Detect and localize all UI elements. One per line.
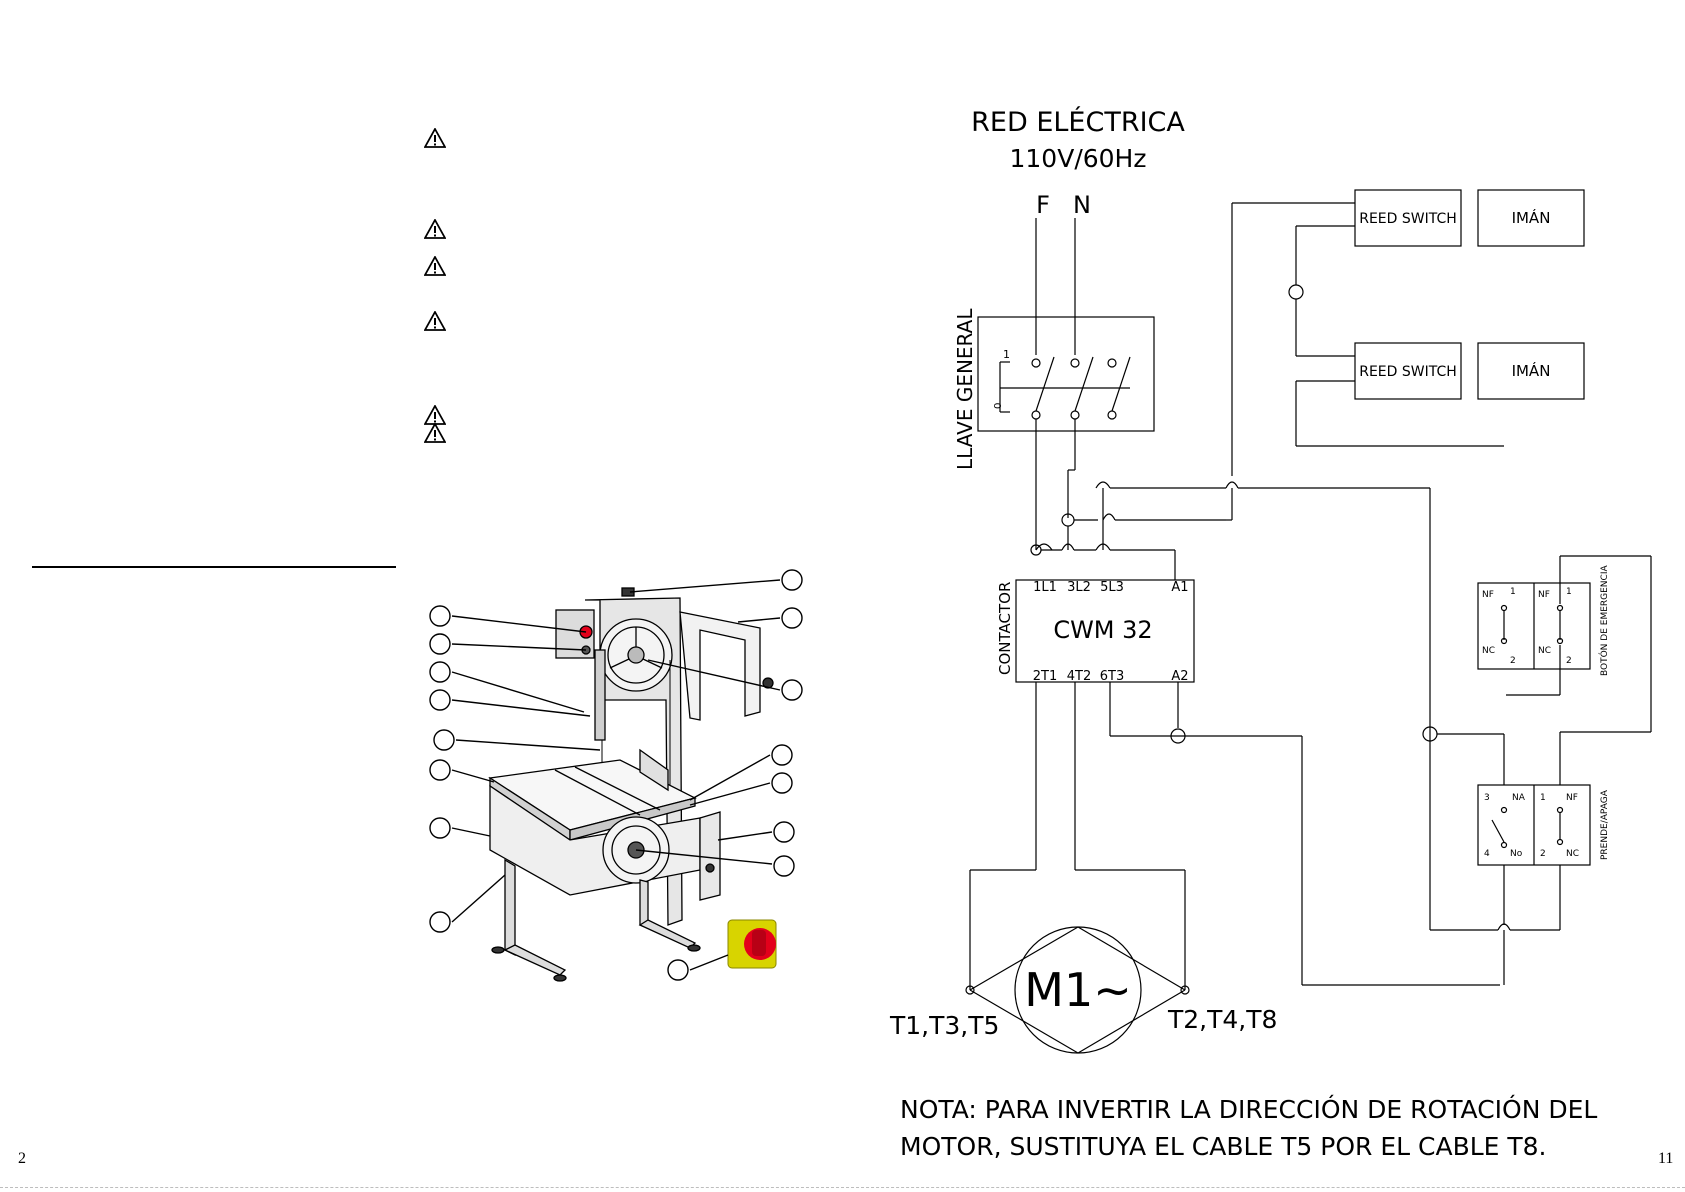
switch-position-1: 1 — [1003, 348, 1010, 361]
terminal-1l1: 1L1 — [1033, 580, 1057, 595]
emergency-nc-left: NC — [1482, 646, 1495, 656]
warning-icon — [424, 219, 446, 239]
onoff-1: 1 — [1540, 793, 1546, 803]
emergency-nc-right: NC — [1538, 646, 1551, 656]
note-line-2: MOTOR, SUSTITUYA EL CABLE T5 POR EL CABL… — [900, 1132, 1547, 1161]
warning-icon — [424, 256, 446, 276]
emergency-1-right: 1 — [1566, 587, 1572, 597]
network-title: RED ELÉCTRICA — [971, 106, 1185, 138]
main-switch-picture — [727, 919, 777, 969]
contactor-model: CWM 32 — [1053, 616, 1152, 644]
warning-icon — [424, 423, 446, 443]
motor-right-terminals: T2,T4,T8 — [1167, 1005, 1277, 1034]
terminal-3l2: 3L2 — [1067, 580, 1091, 595]
onoff-no: No — [1510, 849, 1523, 859]
emergency-nf-left: NF — [1482, 590, 1494, 600]
terminal-4t2: 4T2 — [1067, 669, 1091, 684]
onoff-nf: NF — [1566, 793, 1578, 803]
neutral-label: N — [1073, 191, 1091, 219]
onoff-nc: NC — [1566, 849, 1579, 859]
onoff-2: 2 — [1540, 849, 1546, 859]
motor-label: M1~ — [1024, 963, 1132, 1017]
onoff-na: NA — [1512, 793, 1526, 803]
band-saw-illustration — [429, 569, 803, 982]
phase-label: F — [1036, 191, 1050, 219]
page-number-right: 11 — [1658, 1150, 1674, 1167]
motor-left-terminals: T1,T3,T5 — [889, 1011, 999, 1040]
emergency-nf-right: NF — [1538, 590, 1550, 600]
emergency-2-right: 2 — [1566, 656, 1572, 666]
magnet-2-label: IMÁN — [1512, 361, 1551, 380]
emergency-button-label: BOTÓN DE EMERGENCIA — [1598, 565, 1610, 676]
terminal-2t1: 2T1 — [1033, 669, 1057, 684]
terminal-6t3: 6T3 — [1100, 669, 1124, 684]
onoff-3: 3 — [1484, 793, 1490, 803]
onoff-label: PRENDE/APAGA — [1600, 789, 1610, 860]
reed-switch-1-label: REED SWITCH — [1359, 211, 1457, 227]
switch-position-0: 0 — [993, 403, 1004, 409]
emergency-2-left: 2 — [1510, 656, 1516, 666]
page-number-left: 2 — [18, 1150, 26, 1167]
network-voltage: 110V/60Hz — [1010, 144, 1147, 173]
onoff-4: 4 — [1484, 849, 1490, 859]
warning-icon — [424, 311, 446, 331]
warning-icon — [424, 405, 446, 425]
terminal-a2: A2 — [1171, 669, 1188, 684]
emergency-1-left: 1 — [1510, 587, 1516, 597]
wiring-diagram: RED ELÉCTRICA 110V/60Hz F N LLAVE GENERA… — [889, 106, 1652, 1161]
magnet-1-label: IMÁN — [1512, 208, 1551, 227]
section-divider — [32, 566, 396, 568]
terminal-a1: A1 — [1171, 580, 1188, 595]
terminal-5l3: 5L3 — [1100, 580, 1124, 595]
main-switch-label: LLAVE GENERAL — [953, 308, 977, 470]
warning-icon — [424, 128, 446, 148]
reed-switch-2-label: REED SWITCH — [1359, 364, 1457, 380]
page-bottom-edge — [0, 1187, 1685, 1188]
note-line-1: NOTA: PARA INVERTIR LA DIRECCIÓN DE ROTA… — [900, 1094, 1597, 1124]
contactor-label: CONTACTOR — [996, 582, 1014, 675]
